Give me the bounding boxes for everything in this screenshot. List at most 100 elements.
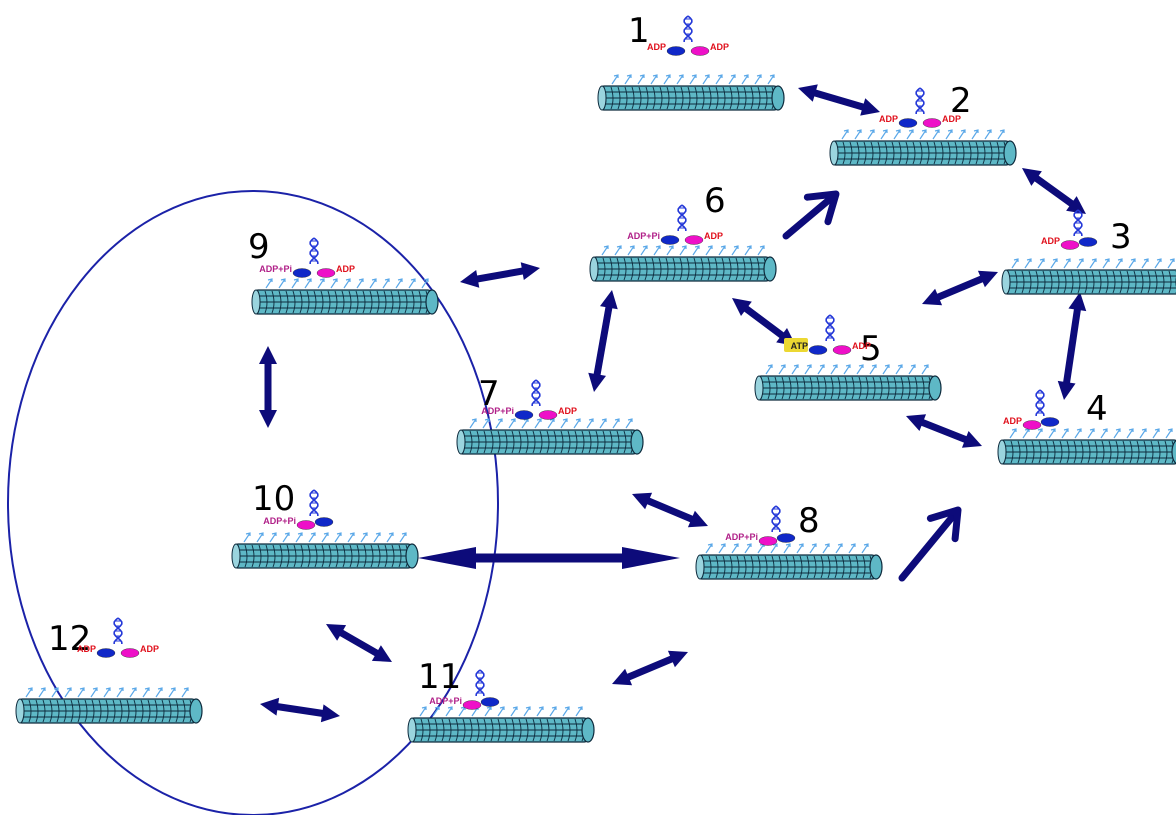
motor-head-left	[898, 118, 918, 128]
arrow-3-4	[1057, 292, 1087, 400]
microtubule	[1001, 269, 1176, 295]
dna-cargo-icon	[915, 87, 925, 115]
protofilament-markers	[841, 129, 1005, 140]
dna-cargo-icon	[677, 204, 687, 232]
protofilament-markers	[1009, 428, 1173, 439]
state-label: 2	[950, 81, 972, 121]
motor-head-left	[514, 410, 534, 420]
protofilament-markers	[601, 245, 765, 256]
arrow-9-6	[460, 262, 540, 288]
dna-cargo-icon	[1035, 389, 1045, 417]
dna-cargo-icon	[531, 379, 541, 407]
state-label: 8	[798, 501, 820, 541]
protofilament-markers	[765, 364, 929, 375]
motor-head-left	[660, 235, 680, 245]
protofilament-markers	[1011, 258, 1175, 269]
microtubule	[695, 554, 883, 580]
arrow-3-5	[922, 270, 998, 306]
arrow-6-2	[782, 190, 840, 240]
protofilament-markers	[611, 74, 775, 85]
svg-text:ATP: ATP	[791, 341, 808, 351]
svg-text:ADP+Pi: ADP+Pi	[627, 231, 660, 241]
dna-cargo-icon	[475, 669, 485, 697]
svg-text:ADP+Pi: ADP+Pi	[725, 532, 758, 542]
adp-label: ADP	[647, 42, 666, 52]
motor-head-bound	[296, 520, 316, 530]
motor-head-bound	[1022, 420, 1042, 430]
arrow-10-11	[326, 624, 392, 662]
state-label: 9	[248, 227, 270, 267]
protofilament-markers	[25, 687, 189, 698]
arrow-5-4	[906, 414, 982, 448]
motor-head-free	[1040, 417, 1060, 427]
protofilament-markers	[469, 418, 633, 429]
adp-pi-label: ADP+Pi	[429, 696, 462, 706]
protofilament-markers	[265, 278, 429, 289]
grouping-oval	[7, 190, 499, 815]
motor-head-bound	[1060, 240, 1080, 250]
motor-head-left	[96, 648, 116, 658]
adp-label: ADP	[140, 644, 159, 654]
adp-label: ADP	[336, 264, 355, 274]
svg-text:ADP+Pi: ADP+Pi	[481, 406, 514, 416]
arrow-11-8	[612, 650, 688, 686]
adp-label: ADP	[1041, 236, 1060, 246]
dna-cargo-icon	[683, 15, 693, 43]
adp-label: ADP	[852, 341, 871, 351]
motor-head-right	[120, 648, 140, 658]
state-label: 3	[1110, 217, 1132, 257]
svg-text:ADP: ADP	[852, 341, 871, 351]
motor-head-right	[538, 410, 558, 420]
microtubule	[589, 256, 777, 282]
dna-cargo-icon	[771, 505, 781, 533]
state-label: 4	[1086, 389, 1108, 429]
motor-head-bound	[462, 700, 482, 710]
adp-pi-label: ADP+Pi	[725, 532, 758, 542]
atp-label: ATP	[784, 338, 808, 352]
protofilament-markers	[705, 543, 869, 554]
motor-head-free	[1078, 237, 1098, 247]
svg-text:ADP: ADP	[942, 114, 961, 124]
protofilament-markers	[419, 706, 583, 717]
svg-text:ADP: ADP	[1041, 236, 1060, 246]
microtubule	[407, 717, 595, 743]
svg-text:ADP+Pi: ADP+Pi	[429, 696, 462, 706]
state-label: 6	[704, 181, 726, 221]
microtubule	[456, 429, 644, 455]
arrow-12-11	[260, 697, 340, 723]
motor-head-free	[314, 517, 334, 527]
arrow-9-10	[259, 346, 277, 428]
arrow-2-3	[1022, 168, 1086, 214]
arrow-6-7	[588, 290, 618, 392]
motor-head-free	[776, 533, 796, 543]
svg-text:ADP: ADP	[704, 231, 723, 241]
state-label: 5	[860, 329, 882, 369]
svg-text:ADP: ADP	[647, 42, 666, 52]
adp-label: ADP	[1003, 416, 1022, 426]
adp-pi-label: ADP+Pi	[481, 406, 514, 416]
microtubule	[597, 85, 785, 111]
dna-cargo-icon	[113, 617, 123, 645]
motor-head-right	[316, 268, 336, 278]
adp-label: ADP	[558, 406, 577, 416]
state-label: 10	[252, 479, 295, 519]
state-label: 11	[418, 657, 461, 697]
motor-head-left	[808, 345, 828, 355]
microtubule	[754, 375, 942, 401]
svg-text:ADP: ADP	[710, 42, 729, 52]
arrow-1-2	[798, 84, 880, 116]
svg-text:ADP: ADP	[140, 644, 159, 654]
motor-head-bound	[758, 536, 778, 546]
dna-cargo-icon	[309, 489, 319, 517]
microtubule	[251, 289, 439, 315]
adp-label: ADP	[77, 644, 96, 654]
adp-label: ADP	[942, 114, 961, 124]
